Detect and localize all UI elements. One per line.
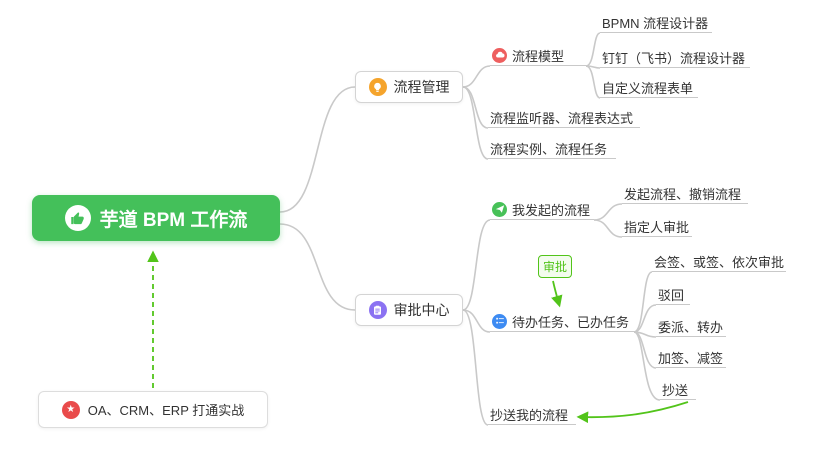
node-add-reduce-sign[interactable]: 加签、减签	[656, 347, 726, 368]
node-label: 待办任务、已办任务	[512, 314, 630, 330]
node-initiate-revoke[interactable]: 发起流程、撤销流程	[622, 183, 748, 204]
node-process-model[interactable]: 流程模型	[490, 45, 586, 66]
paper-plane-icon	[492, 201, 507, 217]
node-label: 抄送我的流程	[490, 407, 569, 423]
node-label: 发起流程、撤销流程	[624, 186, 742, 202]
approval-flow-arrow	[551, 280, 563, 308]
node-label: 流程模型	[512, 48, 565, 64]
node-countersign[interactable]: 会签、或签、依次审批	[652, 251, 786, 272]
node-my-initiated[interactable]: 我发起的流程	[490, 199, 594, 220]
node-dingtalk-designer[interactable]: 钉钉（飞书）流程设计器	[600, 47, 750, 68]
root-node[interactable]: 芋道 BPM 工作流	[32, 195, 280, 241]
node-listener-expression[interactable]: 流程监听器、流程表达式	[488, 107, 640, 128]
star-icon: ★	[61, 400, 80, 419]
branch-connectors	[279, 32, 661, 426]
node-cc-my-process[interactable]: 抄送我的流程	[488, 404, 576, 425]
node-label: 指定人审批	[624, 219, 690, 235]
node-assignee-approval[interactable]: 指定人审批	[622, 216, 692, 237]
checklist-icon	[492, 313, 507, 329]
node-label: 会签、或签、依次审批	[654, 254, 785, 270]
cc-flow-arrow	[576, 401, 689, 424]
node-approval-center[interactable]: 审批中心	[355, 294, 463, 326]
node-reject[interactable]: 驳回	[656, 284, 690, 305]
thumbs-up-icon	[64, 205, 91, 231]
node-label: 驳回	[658, 287, 685, 303]
node-label: 钉钉（飞书）流程设计器	[602, 50, 746, 66]
node-oa-crm-erp[interactable]: ★ OA、CRM、ERP 打通实战	[38, 391, 268, 428]
node-bpmn-designer[interactable]: BPMN 流程设计器	[600, 12, 712, 33]
node-cc[interactable]: 抄送	[660, 379, 696, 400]
node-label: 抄送	[662, 382, 689, 398]
node-label: 流程监听器、流程表达式	[490, 110, 634, 126]
node-label: 自定义流程表单	[602, 80, 694, 96]
node-label: 流程实例、流程任务	[490, 141, 608, 157]
node-process-management[interactable]: 流程管理	[355, 71, 463, 103]
node-label: 委派、转办	[658, 319, 724, 335]
node-instance-task[interactable]: 流程实例、流程任务	[488, 138, 616, 159]
node-label: 加签、减签	[658, 350, 724, 366]
branch-label: 审批中心	[393, 302, 450, 318]
branch-label: 流程管理	[393, 79, 450, 95]
lightbulb-icon	[368, 78, 387, 96]
node-todo-done-tasks[interactable]: 待办任务、已办任务	[490, 311, 634, 332]
node-label: 我发起的流程	[512, 202, 591, 218]
root-label: 芋道 BPM 工作流	[99, 209, 248, 231]
node-custom-form[interactable]: 自定义流程表单	[600, 77, 698, 98]
note-label: OA、CRM、ERP 打通实战	[87, 403, 245, 418]
approval-arrow-label[interactable]: 审批	[538, 255, 572, 278]
node-delegate-transfer[interactable]: 委派、转办	[656, 316, 726, 337]
node-label: BPMN 流程设计器	[602, 15, 709, 31]
cloud-icon	[492, 47, 507, 63]
clipboard-icon	[368, 301, 387, 319]
